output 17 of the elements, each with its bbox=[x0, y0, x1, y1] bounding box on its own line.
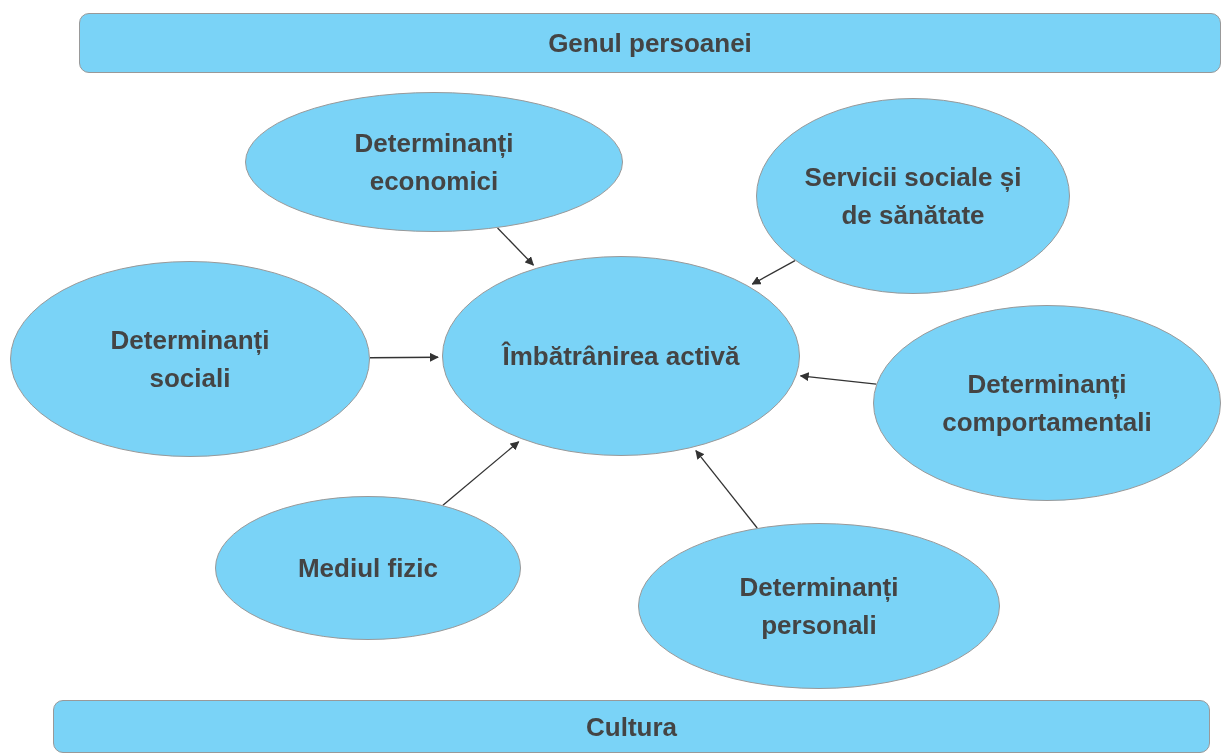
node-label: Determinanți personali bbox=[738, 571, 900, 642]
arrow bbox=[695, 449, 758, 529]
arrow bbox=[496, 227, 534, 266]
arrow bbox=[751, 260, 796, 285]
arrow bbox=[369, 352, 439, 362]
node-label: Determinanți economici bbox=[353, 127, 515, 198]
node-label: Cultura bbox=[586, 710, 677, 744]
node-label: Mediul fizic bbox=[297, 552, 439, 585]
banner-bar bbox=[53, 700, 1210, 753]
node-label: Determinanți sociali bbox=[109, 324, 271, 395]
node-label: Determinanți comportamentali bbox=[941, 368, 1153, 439]
node-label: Genul persoanei bbox=[548, 27, 752, 60]
node-label: Îmbătrânirea activă bbox=[502, 340, 740, 373]
node-label: Servicii sociale și de sănătate bbox=[803, 161, 1023, 232]
banner-bar bbox=[79, 13, 1221, 73]
arrow bbox=[799, 372, 877, 385]
arrow bbox=[442, 441, 520, 506]
